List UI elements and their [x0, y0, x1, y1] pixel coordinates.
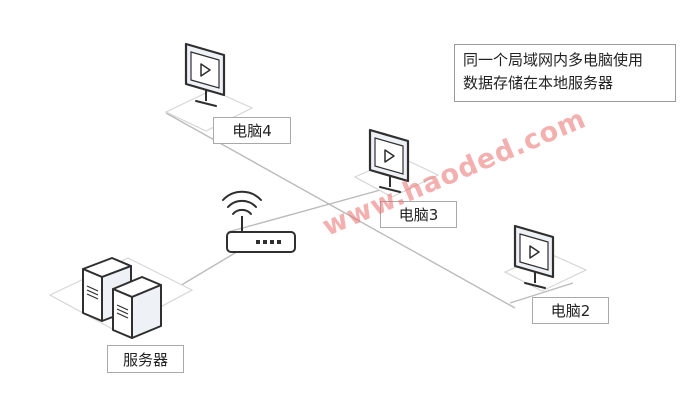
link-pc4-trunk	[165, 112, 516, 309]
note-line-1: 同一个局域网内多电脑使用	[463, 51, 644, 69]
computer-icon-pc2	[513, 224, 555, 289]
computer-icon-pc3	[368, 128, 410, 193]
pc4-label: 电脑4	[213, 117, 291, 144]
computer-icon-pc4	[184, 42, 226, 107]
description-note: 同一个局域网内多电脑使用 数据存储在本地服务器	[454, 44, 676, 102]
server-icon	[82, 257, 162, 339]
note-line-2: 数据存储在本地服务器	[463, 74, 614, 92]
router-icon	[222, 190, 296, 253]
pc4-platform	[164, 89, 254, 132]
link-trunk-pc2	[509, 282, 574, 304]
link-router-pc3	[227, 185, 396, 233]
server-label: 服务器	[107, 345, 184, 373]
pc3-label: 电脑3	[380, 201, 457, 228]
pc2-label: 电脑2	[532, 297, 609, 324]
